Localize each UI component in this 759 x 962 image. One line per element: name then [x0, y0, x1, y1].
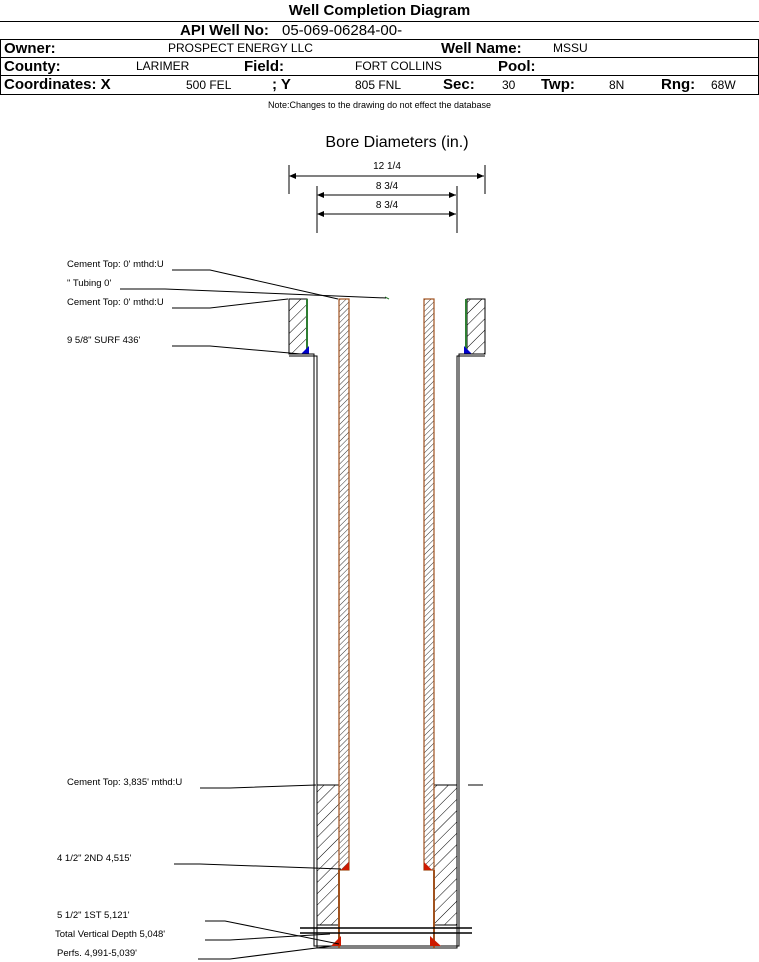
database-note: Note:Changes to the drawing do not effec…	[268, 100, 491, 110]
tubing-marker	[384, 296, 390, 300]
cement-top-label: Cement Top: 0' mthd:U	[67, 297, 164, 308]
sec-label: Sec:	[443, 76, 475, 93]
perforations-label: Perfs. 4,991-5,039'	[57, 948, 137, 959]
bore-diameters-title: Bore Diameters (in.)	[325, 134, 469, 151]
surface-casing-shoe	[301, 346, 472, 354]
total-depth-lines	[300, 927, 472, 934]
field-value: FORT COLLINS	[355, 59, 442, 73]
rng-label: Rng:	[661, 76, 696, 93]
bore-diameter-label: 12 1/4	[373, 161, 401, 172]
coord-y-value: 805 FNL	[355, 78, 402, 92]
surface-casing	[306, 299, 467, 352]
well-name-value: MSSU	[553, 41, 588, 55]
cement-top-label: Cement Top: 3,835' mthd:U	[67, 777, 183, 788]
bore-dimension-lines	[288, 165, 486, 233]
twp-value: 8N	[609, 78, 625, 92]
production-casing-label: 5 1/2" 1ST 5,121'	[57, 910, 130, 921]
production-casing-label: 4 1/2" 2ND 4,515'	[57, 853, 132, 864]
production-casing-shoe	[341, 862, 432, 870]
coord-x-label: Coordinates: X	[4, 76, 111, 93]
production-casing-shoe	[331, 936, 441, 946]
county-value: LARIMER	[136, 59, 190, 73]
bore-diameter-label: 8 3/4	[375, 181, 399, 192]
tubing-label: " Tubing 0'	[67, 278, 112, 289]
header-rule	[0, 75, 759, 76]
twp-label: Twp:	[541, 76, 575, 93]
header-rule	[0, 94, 759, 95]
leader-lines	[120, 269, 387, 960]
header-rule	[0, 21, 759, 22]
county-label: County:	[4, 58, 61, 75]
coord-y-label: ; Y	[272, 76, 291, 93]
cement-top-label: Cement Top: 0' mthd:U	[67, 259, 164, 270]
surface-casing-label: 9 5/8" SURF 436'	[67, 335, 141, 346]
pool-label: Pool:	[498, 58, 536, 75]
well-name-label: Well Name:	[441, 40, 522, 57]
api-value: 05-069-06284-00-	[282, 22, 403, 39]
surface-cement	[288, 298, 486, 355]
production-cement	[316, 784, 458, 926]
sec-value: 30	[502, 78, 516, 92]
owner-label: Owner:	[4, 40, 56, 57]
header-rule	[0, 57, 759, 58]
production-casing-2nd	[338, 298, 435, 871]
owner-value: PROSPECT ENERGY LLC	[168, 41, 313, 55]
production-casing-1st	[338, 870, 435, 948]
header-rule	[0, 39, 759, 40]
bore-diameter-label: 8 3/4	[375, 200, 399, 211]
coord-x-value: 500 FEL	[186, 78, 232, 92]
header-border	[0, 39, 1, 94]
rng-value: 68W	[711, 78, 736, 92]
total-depth-label: Total Vertical Depth 5,048'	[55, 929, 166, 940]
field-label: Field:	[244, 58, 284, 75]
page-title: Well Completion Diagram	[288, 2, 471, 19]
open-hole-wall	[289, 353, 485, 949]
api-label: API Well No:	[180, 22, 269, 39]
